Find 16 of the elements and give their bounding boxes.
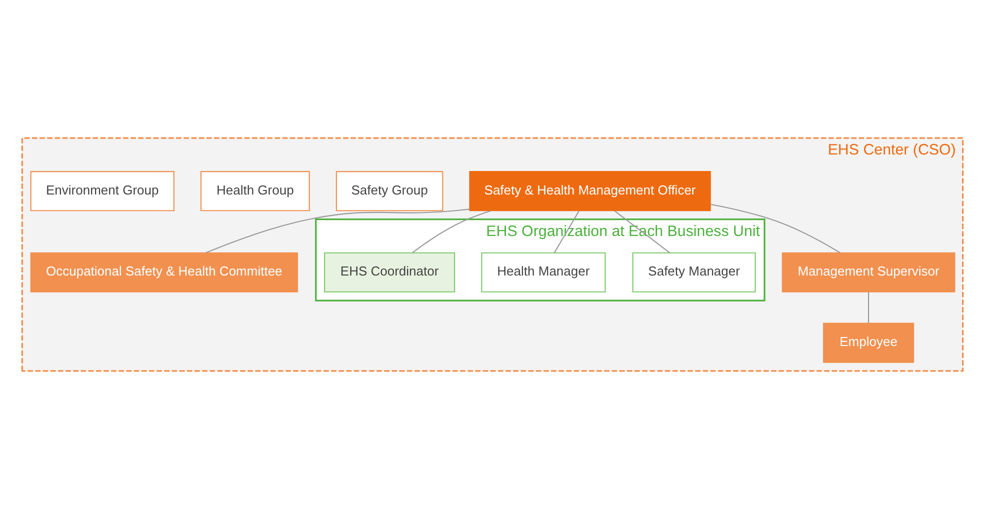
node-box: EHS Coordinator <box>324 252 456 292</box>
node-box: Safety & Health Management Officer <box>469 170 711 211</box>
connector <box>412 210 492 253</box>
node-box: Employee <box>823 322 914 362</box>
node-box: Environment Group <box>30 170 174 211</box>
node-box: Occupational Safety & Health Committee <box>30 252 298 292</box>
connector <box>554 210 580 252</box>
connector <box>206 208 470 253</box>
node-box: Safety Group <box>336 170 444 211</box>
connector <box>868 292 870 323</box>
node-box: Health Group <box>200 170 310 211</box>
connector <box>710 203 841 253</box>
node-box: Health Manager <box>481 252 606 292</box>
node-box: Safety Manager <box>632 252 756 292</box>
connector <box>614 210 670 253</box>
node-box: Management Supervisor <box>782 252 956 292</box>
